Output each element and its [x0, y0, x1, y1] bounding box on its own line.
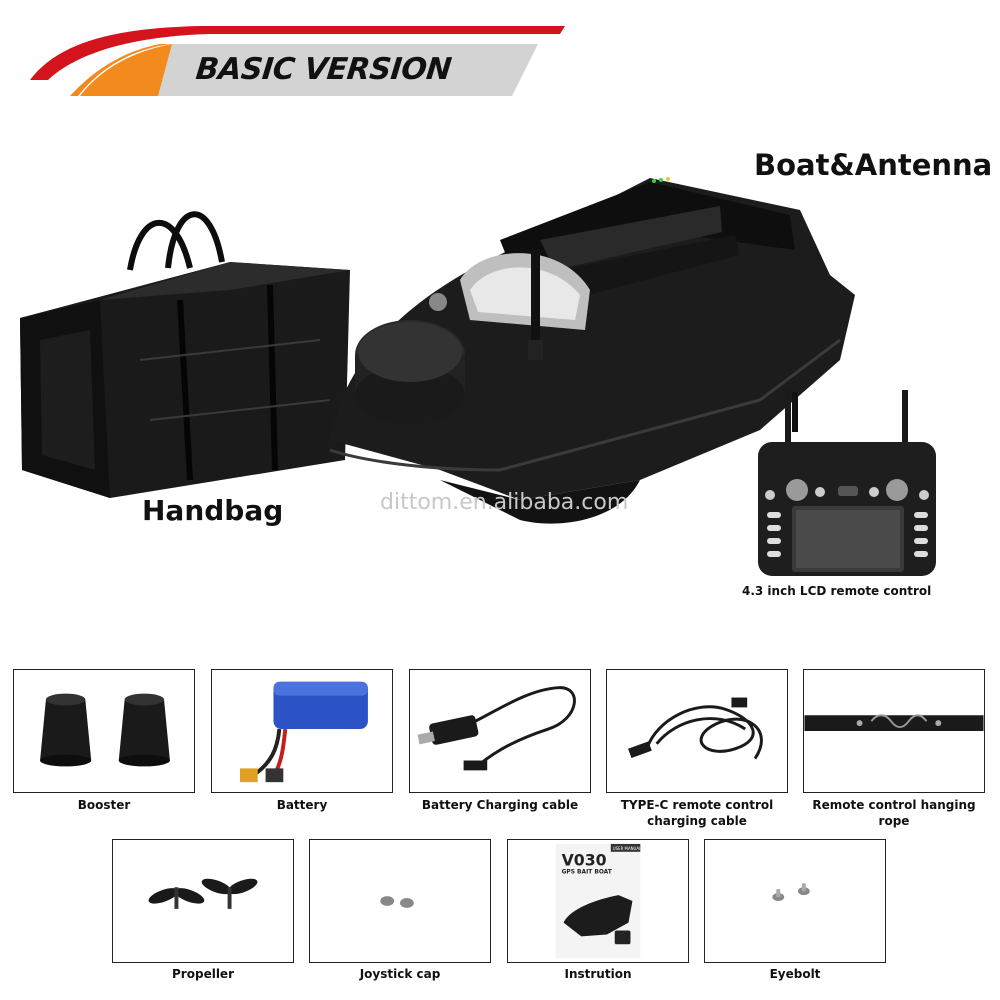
card-instruction: V030 GPS BAIT BOAT USER MANUAL [507, 839, 689, 963]
boat-antenna-label: Boat&Antenna [754, 148, 993, 182]
caption-instruction: Instrution [564, 967, 632, 981]
caption-eyebolt: Eyebolt [769, 967, 821, 981]
eyebolt-icon [772, 883, 810, 901]
caption-battery: Battery [276, 798, 328, 812]
remote-control-image [758, 390, 936, 576]
manual-model: V030 [562, 851, 607, 870]
card-hanging-rope [803, 669, 985, 793]
card-type-c-cable [606, 669, 788, 793]
manual-subtitle: GPS BAIT BOAT [562, 869, 612, 875]
watermark: dittom.en.alibaba.com [380, 490, 629, 515]
hero-illustration [20, 177, 936, 576]
handbag-label: Handbag [142, 494, 284, 527]
handbag-image [20, 211, 350, 498]
caption-type-c-cable: TYPE-C remote control charging cable [620, 798, 774, 828]
propeller-icon [148, 878, 258, 909]
banner-graphic [30, 26, 565, 96]
card-battery-charging-cable [409, 669, 591, 793]
card-eyebolt [704, 839, 886, 963]
type-c-cable-icon [628, 697, 763, 760]
booster-icon [40, 693, 170, 767]
boat-image [329, 177, 855, 524]
caption-joystick-cap: Joystick cap [359, 967, 441, 981]
charging-cable-icon [417, 686, 576, 771]
caption-hanging-rope: Remote control hanging rope [812, 798, 976, 828]
joystick-cap-icon [380, 896, 414, 908]
manual-badge: USER MANUAL [613, 846, 642, 851]
card-booster [13, 669, 195, 793]
caption-booster: Booster [77, 798, 131, 812]
manual-icon: V030 GPS BAIT BOAT USER MANUAL [555, 843, 642, 959]
battery-icon [240, 681, 368, 783]
remote-control-label: 4.3 inch LCD remote control [742, 584, 932, 598]
caption-propeller: Propeller [172, 967, 234, 981]
hanging-rope-icon [804, 714, 984, 731]
card-propeller [112, 839, 294, 963]
card-battery [211, 669, 393, 793]
caption-battery-charging-cable: Battery Charging cable [421, 798, 579, 812]
card-joystick-cap [309, 839, 491, 963]
